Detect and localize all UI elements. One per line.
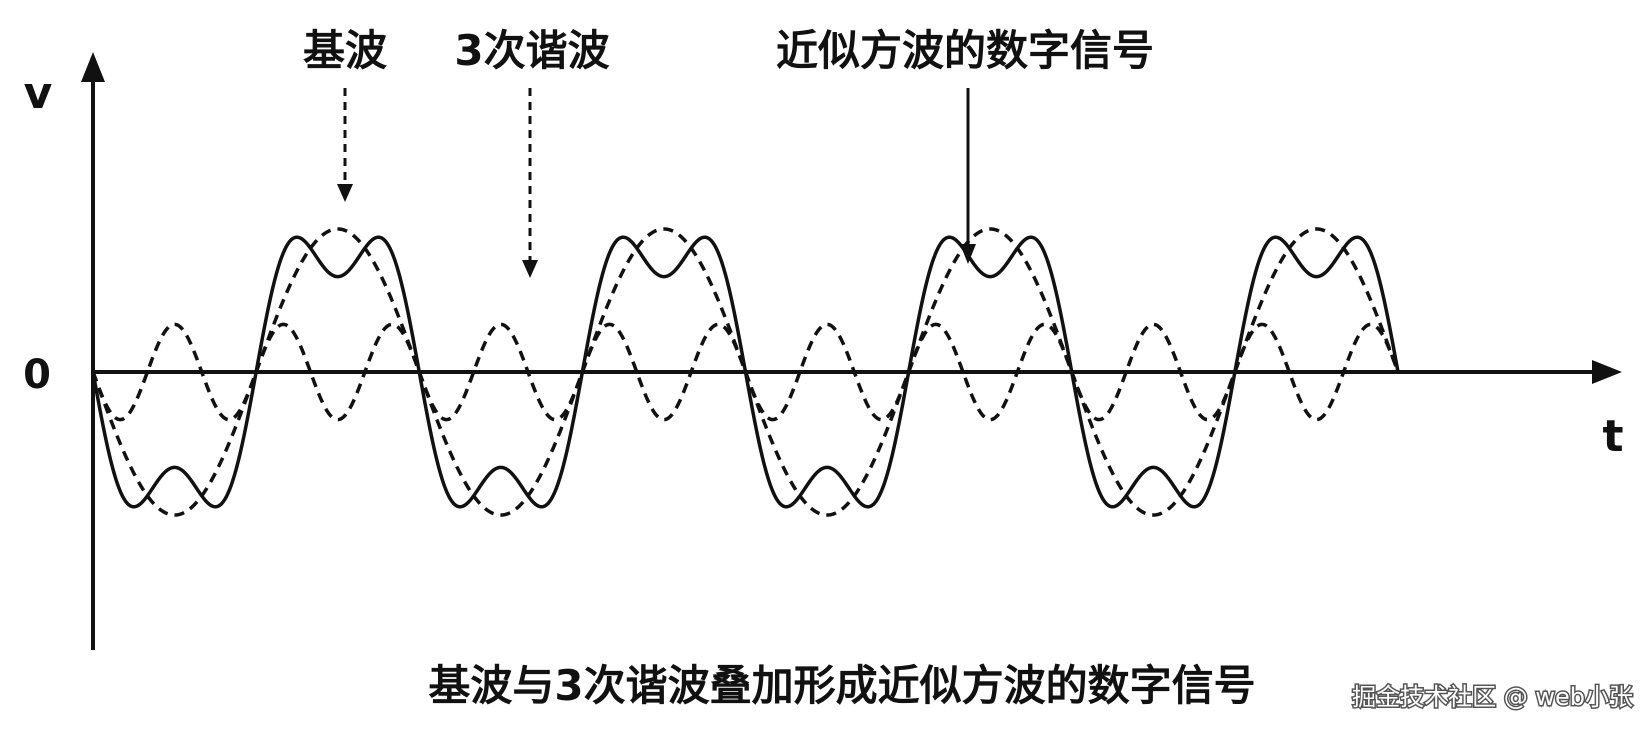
annotation-fundamental-arrowhead bbox=[337, 184, 353, 202]
annotation-3rd-harmonic-arrowhead bbox=[522, 260, 538, 278]
x-axis-arrowhead bbox=[1592, 360, 1622, 384]
y-axis-label: v bbox=[24, 68, 53, 119]
annotation-square-wave-arrowhead bbox=[960, 244, 976, 264]
annotation-fundamental: 基波 bbox=[303, 26, 387, 75]
series-3rd-harmonic bbox=[91, 322, 1400, 422]
x-axis-label: t bbox=[1602, 411, 1623, 462]
annotation-square-wave: 近似方波的数字信号 bbox=[776, 26, 1154, 75]
origin-label: 0 bbox=[23, 352, 51, 398]
watermark: 掘金技术社区 @ web小张 bbox=[1352, 683, 1633, 711]
y-axis-arrowhead bbox=[81, 52, 105, 82]
series-approx-square-wave bbox=[91, 235, 1400, 509]
annotation-3rd-harmonic: 3次谐波 bbox=[454, 26, 609, 75]
chart-title: 基波与3次谐波叠加形成近似方波的数字信号 bbox=[428, 661, 1255, 710]
